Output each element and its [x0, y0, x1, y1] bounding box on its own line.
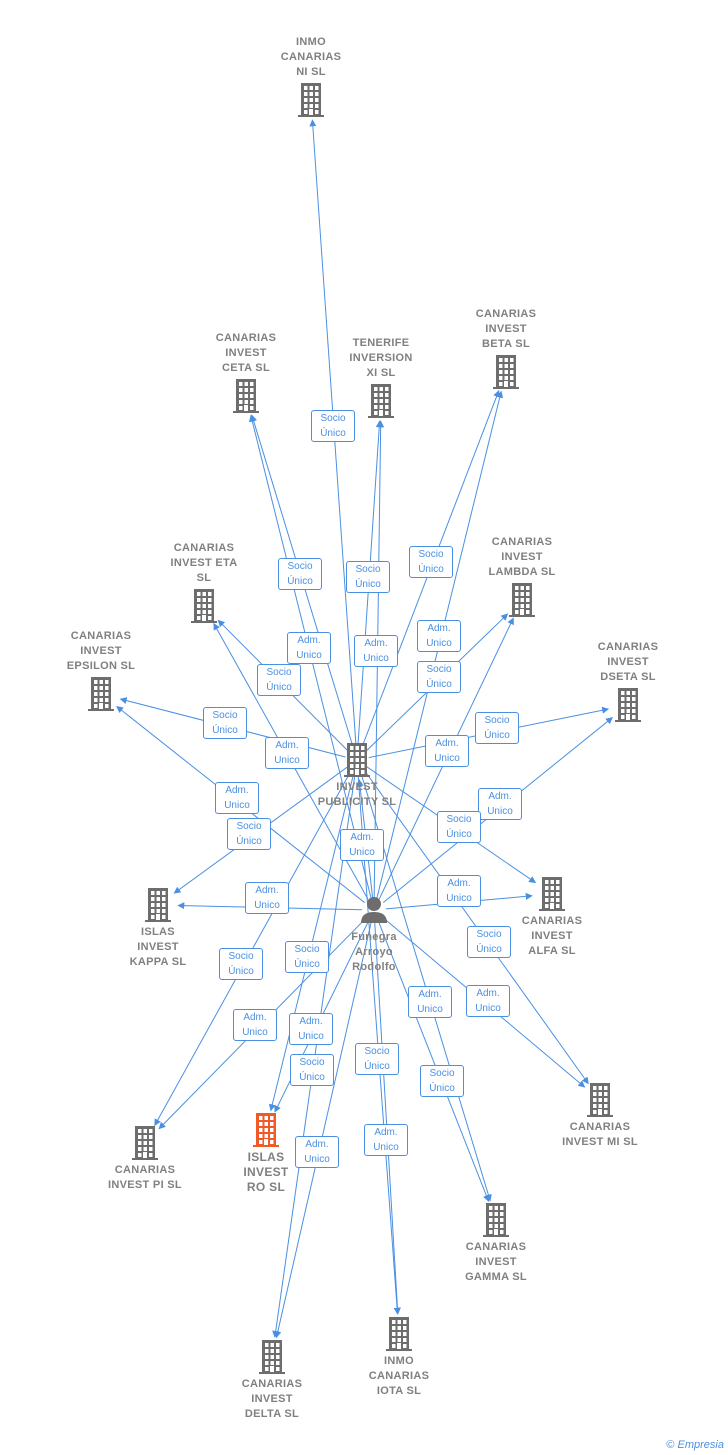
edge-label-socio-nico[interactable]: Socio Único [437, 811, 481, 843]
building-icon[interactable] [145, 888, 171, 922]
node-label-canarias-invest-ceta[interactable]: CANARIAS INVEST CETA SL [215, 332, 277, 374]
building-icon[interactable] [344, 743, 370, 777]
edge-label-adm-unico[interactable]: Adm. Unico [408, 986, 452, 1018]
brand-logo-text[interactable]: Empresia [677, 1439, 724, 1451]
edge-label-adm-unico[interactable]: Adm. Unico [340, 829, 384, 861]
edge-label-socio-nico[interactable]: Socio Único [290, 1054, 334, 1086]
node-label-inmo-canarias-ni[interactable]: INMO CANARIAS NI SL [280, 36, 342, 78]
building-icon[interactable] [509, 583, 535, 617]
building-icon-focus[interactable] [253, 1113, 279, 1147]
node-label-canarias-invest-dseta[interactable]: CANARIAS INVEST DSETA SL [597, 641, 659, 683]
edge-label-adm-unico[interactable]: Adm. Unico [417, 620, 461, 652]
edge-label-socio-nico[interactable]: Socio Único [467, 926, 511, 958]
building-icon[interactable] [191, 589, 217, 623]
node-label-inmo-canarias-iota[interactable]: INMO CANARIAS IOTA SL [368, 1355, 430, 1397]
edge-label-adm-unico[interactable]: Adm. Unico [466, 985, 510, 1017]
node-label-canarias-invest-epsilon[interactable]: CANARIAS INVEST EPSILON SL [66, 630, 136, 672]
node-label-tenerife-inversion-xi[interactable]: TENERIFE INVERSION XI SL [349, 337, 413, 379]
edge-funegra-arroyo-rodolfo-to-canarias-invest-delta [274, 921, 372, 1339]
node-label-funegra-arroyo-rodolfo[interactable]: Funegra Arroyo Rodolfo [351, 931, 397, 973]
node-label-canarias-invest-lambda[interactable]: CANARIAS INVEST LAMBDA SL [488, 536, 556, 578]
edge-label-socio-nico[interactable]: Socio Único [420, 1065, 464, 1097]
node-label-canarias-invest-eta[interactable]: CANARIAS INVEST ETA SL [170, 542, 238, 584]
building-icon[interactable] [615, 688, 641, 722]
building-icon[interactable] [132, 1126, 158, 1160]
building-icon[interactable] [88, 677, 114, 711]
edge-label-adm-unico[interactable]: Adm. Unico [437, 875, 481, 907]
edge-label-socio-nico[interactable]: Socio Único [409, 546, 453, 578]
edge-label-adm-unico[interactable]: Adm. Unico [265, 737, 309, 769]
building-icon[interactable] [233, 379, 259, 413]
brand-footer: ©Empresia [666, 1439, 724, 1451]
building-icon[interactable] [298, 83, 324, 117]
node-icons [88, 83, 641, 1374]
edge-label-adm-unico[interactable]: Adm. Unico [215, 782, 259, 814]
edge-label-socio-nico[interactable]: Socio Único [475, 712, 519, 744]
node-label-islas-invest-ro[interactable]: ISLAS INVEST RO SL [243, 1150, 289, 1194]
edge-label-adm-unico[interactable]: Adm. Unico [295, 1136, 339, 1168]
edge-label-socio-nico[interactable]: Socio Único [285, 941, 329, 973]
node-label-invest-publicity[interactable]: INVEST PUBLICITY SL [317, 781, 397, 808]
building-icon[interactable] [483, 1203, 509, 1237]
node-label-canarias-invest-beta[interactable]: CANARIAS INVEST BETA SL [475, 308, 537, 350]
edge-label-socio-nico[interactable]: Socio Único [203, 707, 247, 739]
edge-label-socio-nico[interactable]: Socio Único [227, 818, 271, 850]
edge-label-adm-unico[interactable]: Adm. Unico [478, 788, 522, 820]
node-label-canarias-invest-mi[interactable]: CANARIAS INVEST MI SL [562, 1121, 638, 1148]
node-label-canarias-invest-delta[interactable]: CANARIAS INVEST DELTA SL [241, 1378, 303, 1420]
edge-label-adm-unico[interactable]: Adm. Unico [425, 735, 469, 767]
edge-label-socio-nico[interactable]: Socio Único [311, 410, 355, 442]
edge-label-socio-nico[interactable]: Socio Único [219, 948, 263, 980]
edge-funegra-arroyo-rodolfo-to-inmo-canarias-iota [374, 921, 401, 1315]
edge-label-socio-nico[interactable]: Socio Único [355, 1043, 399, 1075]
edge-label-socio-nico[interactable]: Socio Único [417, 661, 461, 693]
building-icon[interactable] [386, 1317, 412, 1351]
building-icon[interactable] [493, 355, 519, 389]
edge-label-adm-unico[interactable]: Adm. Unico [354, 635, 398, 667]
building-icon[interactable] [259, 1340, 285, 1374]
edge-label-adm-unico[interactable]: Adm. Unico [245, 882, 289, 914]
node-label-canarias-invest-pi[interactable]: CANARIAS INVEST PI SL [108, 1164, 182, 1191]
person-icon[interactable] [361, 897, 387, 923]
edge-label-socio-nico[interactable]: Socio Único [346, 561, 390, 593]
building-icon[interactable] [368, 384, 394, 418]
edge-label-adm-unico[interactable]: Adm. Unico [287, 632, 331, 664]
building-icon[interactable] [587, 1083, 613, 1117]
edge-funegra-arroyo-rodolfo-to-canarias-invest-gamma [377, 920, 490, 1203]
building-icon[interactable] [539, 877, 565, 911]
edge-label-socio-nico[interactable]: Socio Único [278, 558, 322, 590]
edge-label-adm-unico[interactable]: Adm. Unico [233, 1009, 277, 1041]
copyright-symbol: © [666, 1439, 675, 1451]
edge-label-adm-unico[interactable]: Adm. Unico [289, 1013, 333, 1045]
node-label-canarias-invest-alfa[interactable]: CANARIAS INVEST ALFA SL [521, 915, 583, 957]
edge-label-adm-unico[interactable]: Adm. Unico [364, 1124, 408, 1156]
node-label-islas-invest-kappa[interactable]: ISLAS INVEST KAPPA SL [129, 926, 187, 968]
node-label-canarias-invest-gamma[interactable]: CANARIAS INVEST GAMMA SL [465, 1241, 527, 1283]
edge-label-socio-nico[interactable]: Socio Único [257, 664, 301, 696]
